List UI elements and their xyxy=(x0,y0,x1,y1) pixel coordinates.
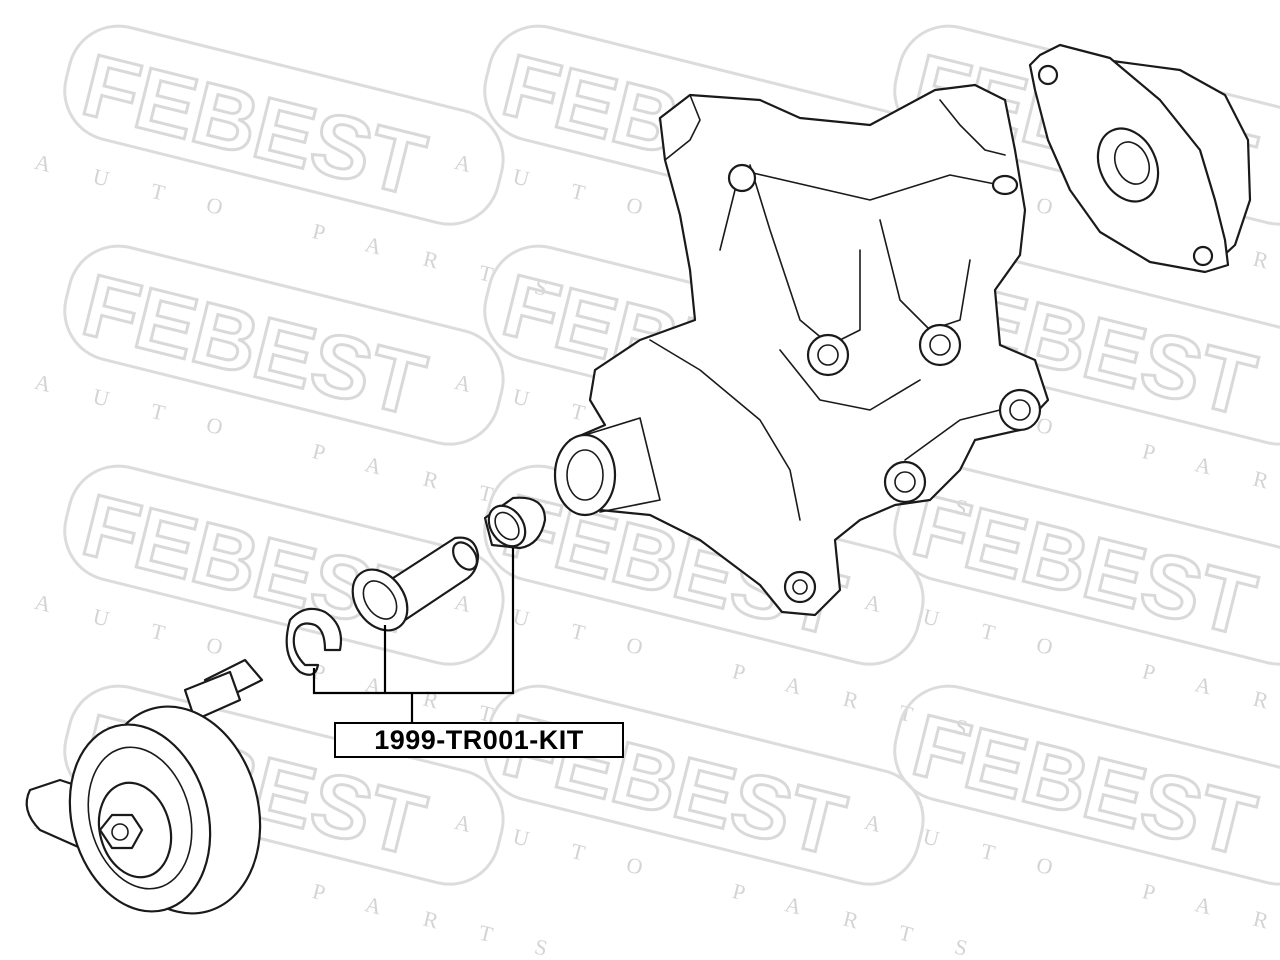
part-number-label: 1999-TR001-KIT xyxy=(374,724,584,755)
split-washer xyxy=(285,607,343,676)
part-number-callout: 1999-TR001-KIT xyxy=(334,722,624,758)
flanged-pin xyxy=(351,536,480,632)
callout-leaders xyxy=(312,548,515,722)
sleeve-bushing xyxy=(483,496,547,550)
tensioner-pulley-lower xyxy=(25,658,264,915)
idler-pulley-upper xyxy=(1028,43,1252,274)
tensioner-bracket xyxy=(553,83,1050,617)
